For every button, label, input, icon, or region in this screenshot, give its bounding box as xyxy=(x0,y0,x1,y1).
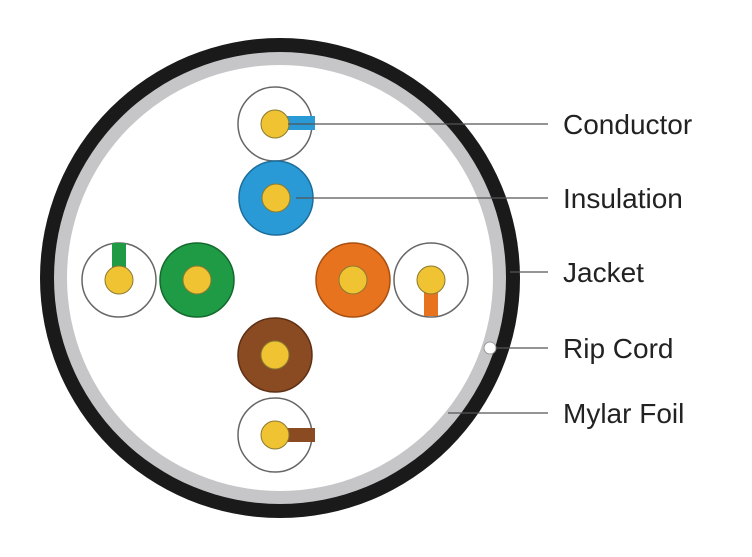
conductor-label: Conductor xyxy=(563,109,692,140)
brown-pair xyxy=(237,317,315,473)
orange-white-wire xyxy=(393,242,469,318)
leader-lines xyxy=(288,123,548,414)
brown-stripe xyxy=(283,428,315,442)
cable-interior xyxy=(67,65,493,491)
orange-pair xyxy=(315,242,469,318)
callout-labels: Conductor Insulation Jacket Rip Cord Myl… xyxy=(563,109,692,429)
blue-solid-wire xyxy=(238,160,314,236)
jacket-label: Jacket xyxy=(563,257,644,288)
conductor xyxy=(182,265,212,295)
mylar-foil-label: Mylar Foil xyxy=(563,398,684,429)
brown-white-wire xyxy=(237,397,315,473)
conductor xyxy=(260,340,290,370)
cable-body xyxy=(40,38,520,518)
conductor xyxy=(104,265,134,295)
conductor xyxy=(260,420,290,450)
green-stripe xyxy=(112,243,126,271)
blue-white-wire xyxy=(237,86,315,162)
conductor xyxy=(260,109,290,139)
brown-solid-wire xyxy=(237,317,313,393)
insulation-label: Insulation xyxy=(563,183,683,214)
orange-stripe xyxy=(424,288,438,316)
rip-cord-dot xyxy=(483,341,497,355)
orange-solid-wire xyxy=(315,242,391,318)
green-white-wire xyxy=(81,242,157,318)
blue-pair xyxy=(237,86,315,236)
green-solid-wire xyxy=(159,242,235,318)
blue-stripe xyxy=(281,116,315,130)
green-pair xyxy=(81,242,235,318)
conductor xyxy=(261,183,291,213)
conductor xyxy=(416,265,446,295)
conductor xyxy=(338,265,368,295)
rip-cord-label: Rip Cord xyxy=(563,333,673,364)
